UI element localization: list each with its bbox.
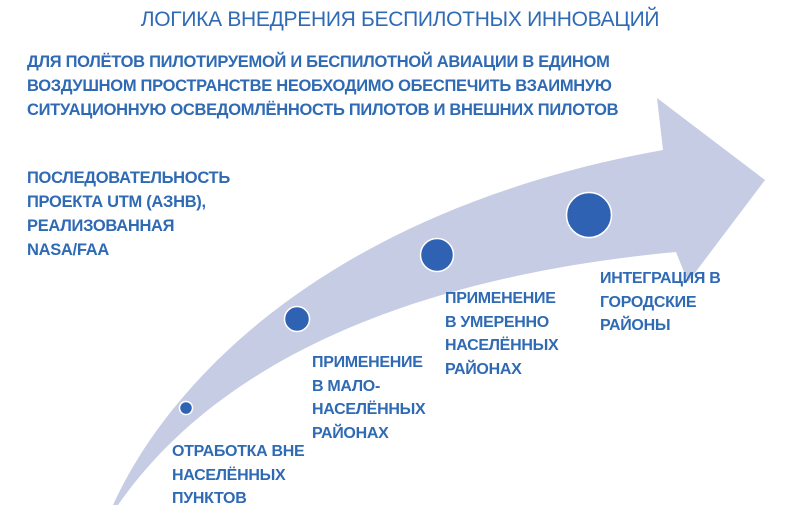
stage-dot-1: [178, 400, 194, 416]
stage-label-4: ИНТЕГРАЦИЯ В ГОРОДСКИЕ РАЙОНЫ: [600, 267, 721, 338]
stage-line: ПРИМЕНЕНИЕ: [312, 354, 423, 371]
stage-line: В УМЕРЕННО: [445, 313, 549, 331]
stage-line: ПУНКТОВ: [172, 490, 247, 507]
stage-line: РАЙОНЫ: [600, 317, 671, 334]
stage-dot-2: [283, 305, 311, 333]
stage-label-1: ОТРАБОТКА ВНЕ НАСЕЛЁННЫХ ПУНКТОВ: [172, 440, 305, 511]
stage-dot-3: [419, 237, 455, 273]
page-title: ЛОГИКА ВНЕДРЕНИЯ БЕСПИЛОТНЫХ ИННОВАЦИЙ: [140, 8, 660, 31]
stage-line: НАСЕЛЁННЫХ: [445, 337, 559, 354]
sequence-line: РЕАЛИЗОВАННАЯ: [27, 217, 175, 235]
stage-line: НАСЕЛЁННЫХ: [312, 401, 426, 418]
stage-line: НАСЕЛЁННЫХ: [172, 466, 286, 484]
stage-line: РАЙОНАХ: [445, 360, 522, 378]
stage-label-2: ПРИМЕНЕНИЕ В МАЛО- НАСЕЛЁННЫХ РАЙОНАХ: [312, 351, 426, 445]
sequence-line: ПОСЛЕДОВАТЕЛЬНОСТЬ: [27, 169, 230, 187]
sequence-note: ПОСЛЕДОВАТЕЛЬНОСТЬ ПРОЕКТА UTM (АЗНВ), Р…: [27, 166, 287, 262]
stage-line: В МАЛО-: [312, 377, 380, 395]
stage-line: ОТРАБОТКА ВНЕ: [172, 443, 305, 460]
stage-line: ПРИМЕНЕНИЕ: [445, 290, 556, 307]
stage-line: РАЙОНАХ: [312, 424, 389, 442]
sequence-line: NASA/FAA: [27, 241, 109, 259]
stage-dot-4: [565, 191, 613, 239]
sequence-line: ПРОЕКТА UTM (АЗНВ),: [27, 193, 206, 211]
stage-line: ИНТЕГРАЦИЯ В: [600, 270, 721, 287]
stage-label-3: ПРИМЕНЕНИЕ В УМЕРЕННО НАСЕЛЁННЫХ РАЙОНАХ: [445, 287, 559, 381]
stage-line: ГОРОДСКИЕ: [600, 293, 697, 311]
intro-text: ДЛЯ ПОЛЁТОВ ПИЛОТИРУЕМОЙ И БЕСПИЛОТНОЙ А…: [27, 53, 619, 119]
